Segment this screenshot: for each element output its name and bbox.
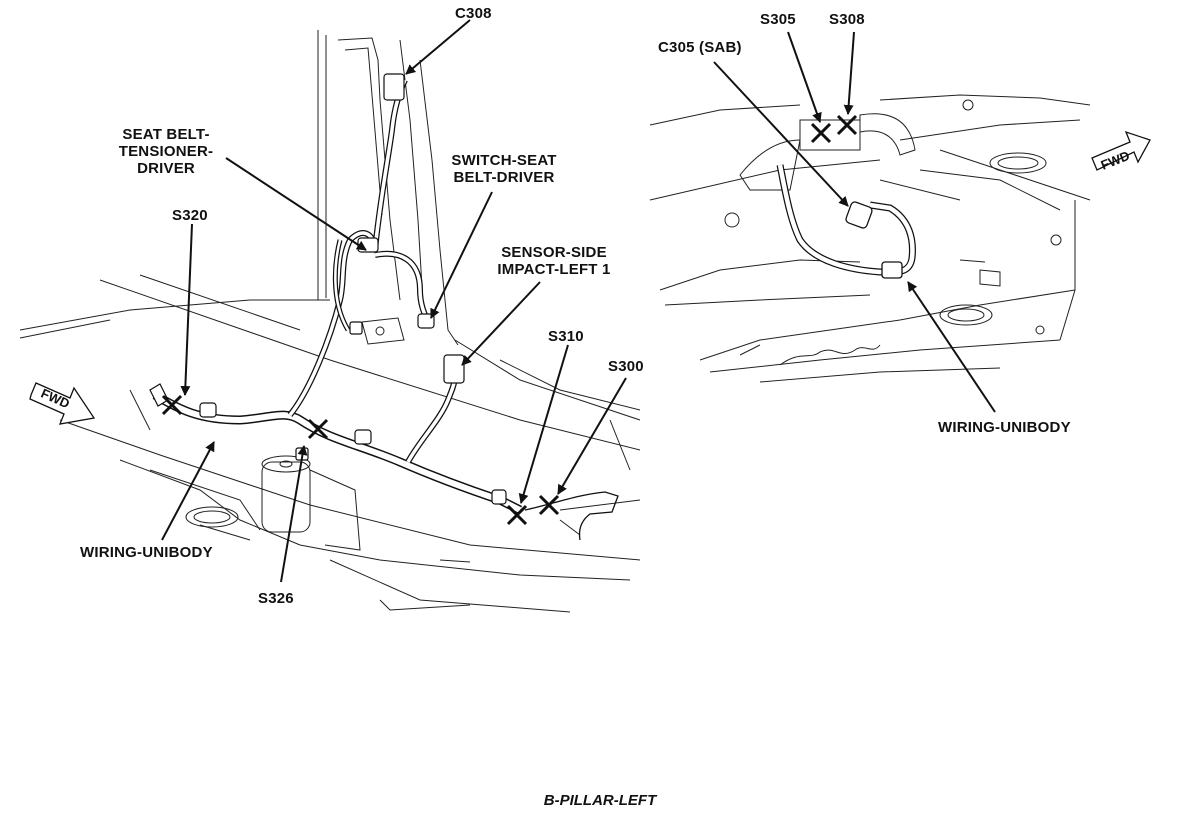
s310-label: S310	[548, 328, 584, 345]
switch-seat-belt-label: SWITCH-SEAT BELT-DRIVER	[434, 152, 574, 186]
seat-belt-tensioner-label: SEAT BELT- TENSIONER- DRIVER	[96, 126, 236, 177]
s326-label: S326	[258, 590, 294, 607]
c308-label: C308	[455, 5, 492, 22]
sensor-side-impact-line-2: IMPACT-LEFT 1	[497, 261, 611, 278]
s305-label: S305	[760, 11, 796, 28]
left-leader-lines	[161, 19, 627, 583]
left-splice-markers	[161, 394, 560, 526]
sensor-side-impact-line-1: SENSOR-SIDE	[501, 244, 607, 261]
left-connectors	[199, 73, 507, 505]
right-connectors	[845, 201, 903, 279]
switch-connector	[417, 313, 435, 329]
right-harness	[776, 164, 916, 276]
right-body-structure	[649, 94, 1091, 383]
s305-marker	[810, 122, 832, 144]
sensor-connector	[443, 354, 465, 384]
right-fwd-arrow: FWD	[1091, 130, 1151, 173]
seat-belt-tensioner-line-2: TENSIONER-	[118, 143, 214, 160]
figure-caption: B-PILLAR-LEFT	[543, 792, 657, 809]
wiring-clip	[881, 261, 903, 279]
right-leader-lines	[713, 31, 996, 413]
s300-label: S300	[608, 358, 644, 375]
tensioner-connector	[357, 237, 379, 253]
s320-label: S320	[172, 207, 208, 224]
c308-connector	[383, 73, 405, 101]
right-splice-markers	[810, 114, 858, 144]
left-body-structure	[19, 30, 641, 613]
c305-label: C305 (SAB)	[658, 39, 742, 56]
seat-belt-tensioner-line-3: DRIVER	[137, 160, 195, 177]
s310-marker	[506, 504, 528, 526]
s300-marker	[538, 494, 560, 516]
left-wiring-unibody-label: WIRING-UNIBODY	[80, 544, 213, 561]
s326-marker	[307, 418, 329, 440]
sensor-side-impact-label: SENSOR-SIDE IMPACT-LEFT 1	[484, 244, 624, 278]
switch-seat-belt-line-2: BELT-DRIVER	[453, 169, 555, 186]
s320-marker	[161, 394, 183, 416]
switch-seat-belt-line-1: SWITCH-SEAT	[451, 152, 557, 169]
seat-belt-tensioner-line-1: SEAT BELT-	[122, 126, 210, 143]
left-fwd-arrow: FWD	[29, 382, 96, 425]
s308-label: S308	[829, 11, 865, 28]
s308-marker	[836, 114, 858, 136]
right-fwd-label: FWD	[1099, 148, 1132, 173]
right-wiring-unibody-label: WIRING-UNIBODY	[938, 419, 1071, 436]
c305-connector	[845, 201, 873, 229]
